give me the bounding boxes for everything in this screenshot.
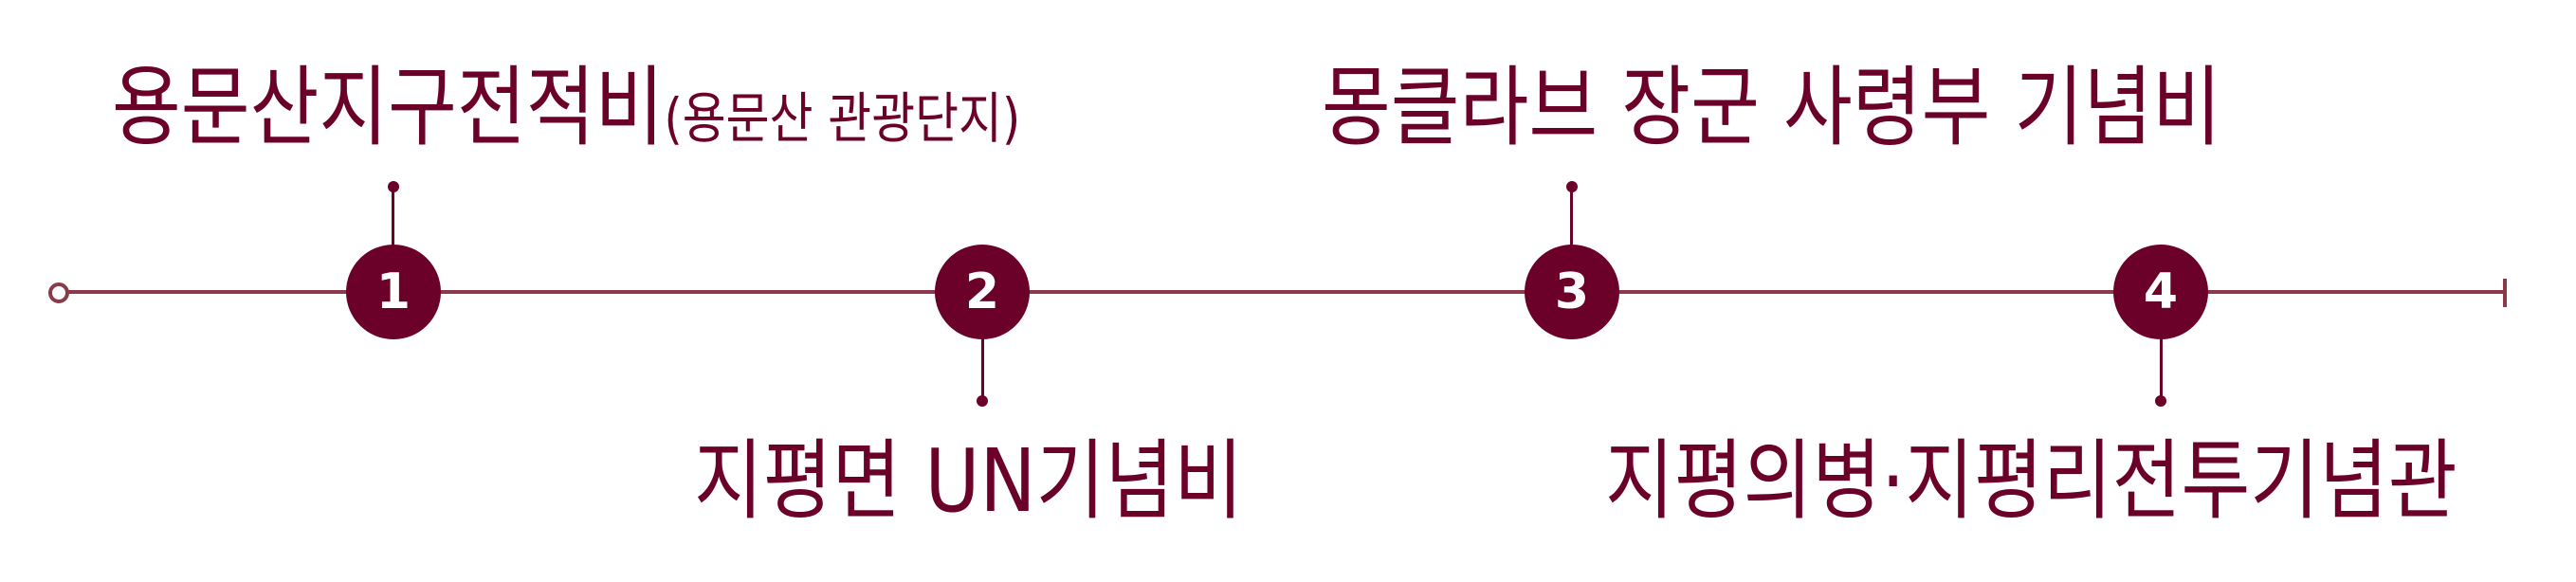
timeline-node-3: 3 bbox=[1525, 245, 1619, 339]
label-title: 용문산지구전적비 bbox=[112, 57, 665, 158]
timeline-label-2: 지평면 UN기념비 bbox=[694, 430, 1243, 532]
label-subtitle: (용문산 관광단지) bbox=[664, 86, 1021, 151]
timeline-label-3: 몽클라브 장군 사령부 기념비 bbox=[1322, 57, 2221, 158]
stem-dot bbox=[977, 395, 988, 407]
stem-line bbox=[1570, 187, 1573, 246]
timeline-label-1: 용문산지구전적비(용문산 관광단지) bbox=[112, 64, 1020, 152]
timeline-label-4: 지평의병·지평리전투기념관 bbox=[1605, 430, 2457, 532]
timeline-start-marker bbox=[48, 282, 69, 303]
stem-dot bbox=[2155, 395, 2166, 407]
timeline-node-4: 4 bbox=[2113, 245, 2208, 339]
timeline-end-marker bbox=[2503, 279, 2507, 307]
timeline-node-2: 2 bbox=[935, 245, 1030, 339]
stem-line bbox=[981, 338, 984, 401]
stem-line bbox=[392, 187, 394, 246]
timeline-line bbox=[63, 290, 2505, 294]
stem-line bbox=[2160, 338, 2163, 401]
timeline-node-1: 1 bbox=[346, 245, 441, 339]
